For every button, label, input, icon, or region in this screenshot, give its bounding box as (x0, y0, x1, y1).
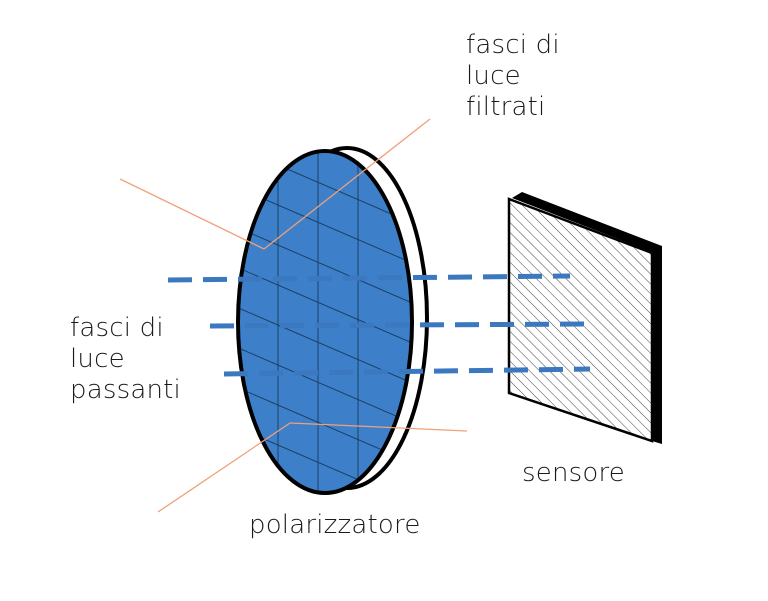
polarizer-disc (236, 149, 414, 495)
sensor-front-face (507, 197, 654, 443)
leader-filtered-right (263, 118, 431, 250)
leader-lines (119, 118, 468, 513)
label-filtered-line-1: fasci di (466, 30, 560, 60)
beam-bottom (223, 366, 591, 377)
leader-polarizer-left (157, 422, 291, 513)
polarizer-outline (236, 149, 414, 495)
label-passing-line-2: luce (70, 344, 125, 374)
label-filtered-beams: fasci di luce filtrati (466, 30, 560, 123)
beam-top (167, 273, 571, 283)
beam-middle (209, 321, 596, 329)
label-filtered-line-2: luce (466, 61, 521, 91)
leader-polarizer-right (289, 422, 468, 432)
label-passing-beams: fasci di luce passanti (70, 313, 181, 406)
sensor-plate (507, 192, 662, 444)
label-sensor: sensore (522, 458, 625, 488)
leader-filtered-left (119, 178, 265, 250)
polarizer-face (238, 151, 412, 493)
label-filtered-line-3: filtrati (466, 92, 546, 122)
light-beams (167, 273, 596, 377)
label-passing-line-3: passanti (70, 375, 181, 405)
label-passing-line-1: fasci di (70, 313, 164, 343)
label-polarizer: polarizzatore (249, 510, 421, 540)
